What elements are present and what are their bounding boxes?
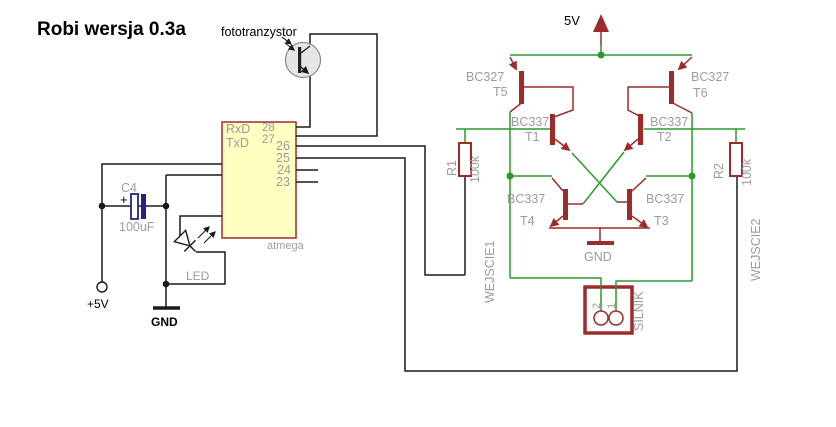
gnd-left-label: GND bbox=[151, 315, 178, 329]
r1-ref-label: R1 bbox=[445, 160, 459, 176]
black-junctions bbox=[98, 202, 170, 288]
junction-dot bbox=[162, 202, 170, 210]
mcu-name-label: atmega bbox=[267, 240, 304, 252]
transistor-t5 bbox=[508, 56, 574, 118]
wire-vcc-rail bbox=[101, 163, 222, 282]
wire-pin26-to-r1 bbox=[296, 145, 465, 276]
motor-pin2-label: 2 bbox=[591, 302, 603, 309]
t2-ref-label: T2 bbox=[657, 130, 672, 144]
mcu-pin28-label: 28 bbox=[262, 122, 275, 134]
light-arrows-icon bbox=[281, 36, 296, 51]
wire-to-motor-pin1 bbox=[615, 280, 692, 311]
wire-led-cathode bbox=[166, 251, 226, 285]
r2-ref-label: R2 bbox=[712, 163, 726, 179]
cap-ref-label: C4 bbox=[121, 181, 137, 195]
symbols bbox=[508, 14, 693, 245]
transistor-t4 bbox=[549, 177, 583, 228]
junction-dot bbox=[688, 172, 696, 180]
mcu-pin27-label: 27 bbox=[262, 134, 275, 146]
t5-part-label: BC327 bbox=[466, 70, 505, 84]
wire-cross-t2-to-t4base bbox=[582, 151, 625, 205]
t1-part-label: BC337 bbox=[511, 115, 550, 129]
page-title: Robi wersja 0.3a bbox=[37, 19, 186, 40]
wire-cross-t1-to-t3base bbox=[571, 152, 618, 203]
cap-value-label: 100uF bbox=[119, 220, 155, 234]
phototransistor-symbol bbox=[281, 36, 322, 79]
r1-value-label: 100k bbox=[468, 155, 482, 183]
motor-pad-1 bbox=[608, 310, 624, 326]
resistor-r2 bbox=[729, 142, 743, 177]
input1-net-label: WEJSCIE1 bbox=[483, 240, 497, 303]
t1-ref-label: T1 bbox=[525, 130, 540, 144]
t5-ref-label: T5 bbox=[493, 85, 508, 99]
mcu-rxd-label: RxD bbox=[226, 122, 251, 136]
junction-dot bbox=[506, 172, 514, 180]
supply-arrow-icon bbox=[593, 14, 609, 32]
supply-rail-label: 5V bbox=[564, 13, 580, 28]
led-symbol bbox=[172, 226, 216, 253]
transistor-t3 bbox=[617, 177, 649, 229]
mcu-pin26-label: 26 bbox=[276, 139, 290, 153]
wire-to-motor-pin2 bbox=[510, 277, 602, 311]
input2-net-label: WEJSCIE2 bbox=[749, 218, 763, 281]
wire-pin25-to-r2 bbox=[296, 157, 738, 372]
t6-ref-label: T6 bbox=[693, 86, 708, 100]
t4-ref-label: T4 bbox=[520, 214, 535, 228]
capacitor-c4 bbox=[130, 193, 146, 220]
wire-photo-emitter-to-pin28 bbox=[296, 74, 311, 128]
vcc-terminal-pad bbox=[96, 281, 108, 293]
led-emission-arrows-icon bbox=[197, 226, 216, 244]
t3-ref-label: T3 bbox=[654, 214, 669, 228]
t2-part-label: BC337 bbox=[650, 115, 689, 129]
transistor-t2 bbox=[623, 114, 643, 152]
junction-dot bbox=[162, 280, 170, 288]
motor-connector-body bbox=[583, 285, 634, 335]
transistor-t6 bbox=[627, 56, 693, 118]
junction-dot bbox=[98, 202, 106, 210]
wire-led-anode bbox=[179, 215, 222, 236]
t4-part-label: BC337 bbox=[507, 192, 546, 206]
t3-part-label: BC337 bbox=[646, 192, 685, 206]
cap-plus-sign: + bbox=[120, 192, 128, 207]
gnd-bridge-label: GND bbox=[584, 250, 612, 264]
motor-pad-2 bbox=[593, 310, 609, 326]
resistor-r1 bbox=[458, 142, 472, 177]
phototransistor-label: fototranzystor bbox=[221, 25, 297, 39]
led-label: LED bbox=[186, 269, 210, 283]
motor-label: SILNIK bbox=[632, 291, 646, 331]
t6-part-label: BC327 bbox=[691, 70, 730, 84]
vcc-label: +5V bbox=[87, 297, 109, 311]
mcu-pin24-label: 24 bbox=[277, 163, 291, 177]
mcu-body bbox=[221, 121, 297, 239]
transistor-t1 bbox=[550, 114, 571, 152]
junction-dot bbox=[597, 51, 605, 59]
green-junctions bbox=[506, 51, 696, 180]
mcu-txd-label: TxD bbox=[226, 136, 249, 150]
wire-photo-collector-to-pin27 bbox=[296, 33, 378, 137]
motor-pin1-label: 1 bbox=[606, 302, 618, 309]
mcu-pin23-label: 23 bbox=[276, 175, 290, 189]
mcu-pin25-label: 25 bbox=[276, 151, 290, 165]
r2-value-label: 100k bbox=[740, 158, 754, 186]
